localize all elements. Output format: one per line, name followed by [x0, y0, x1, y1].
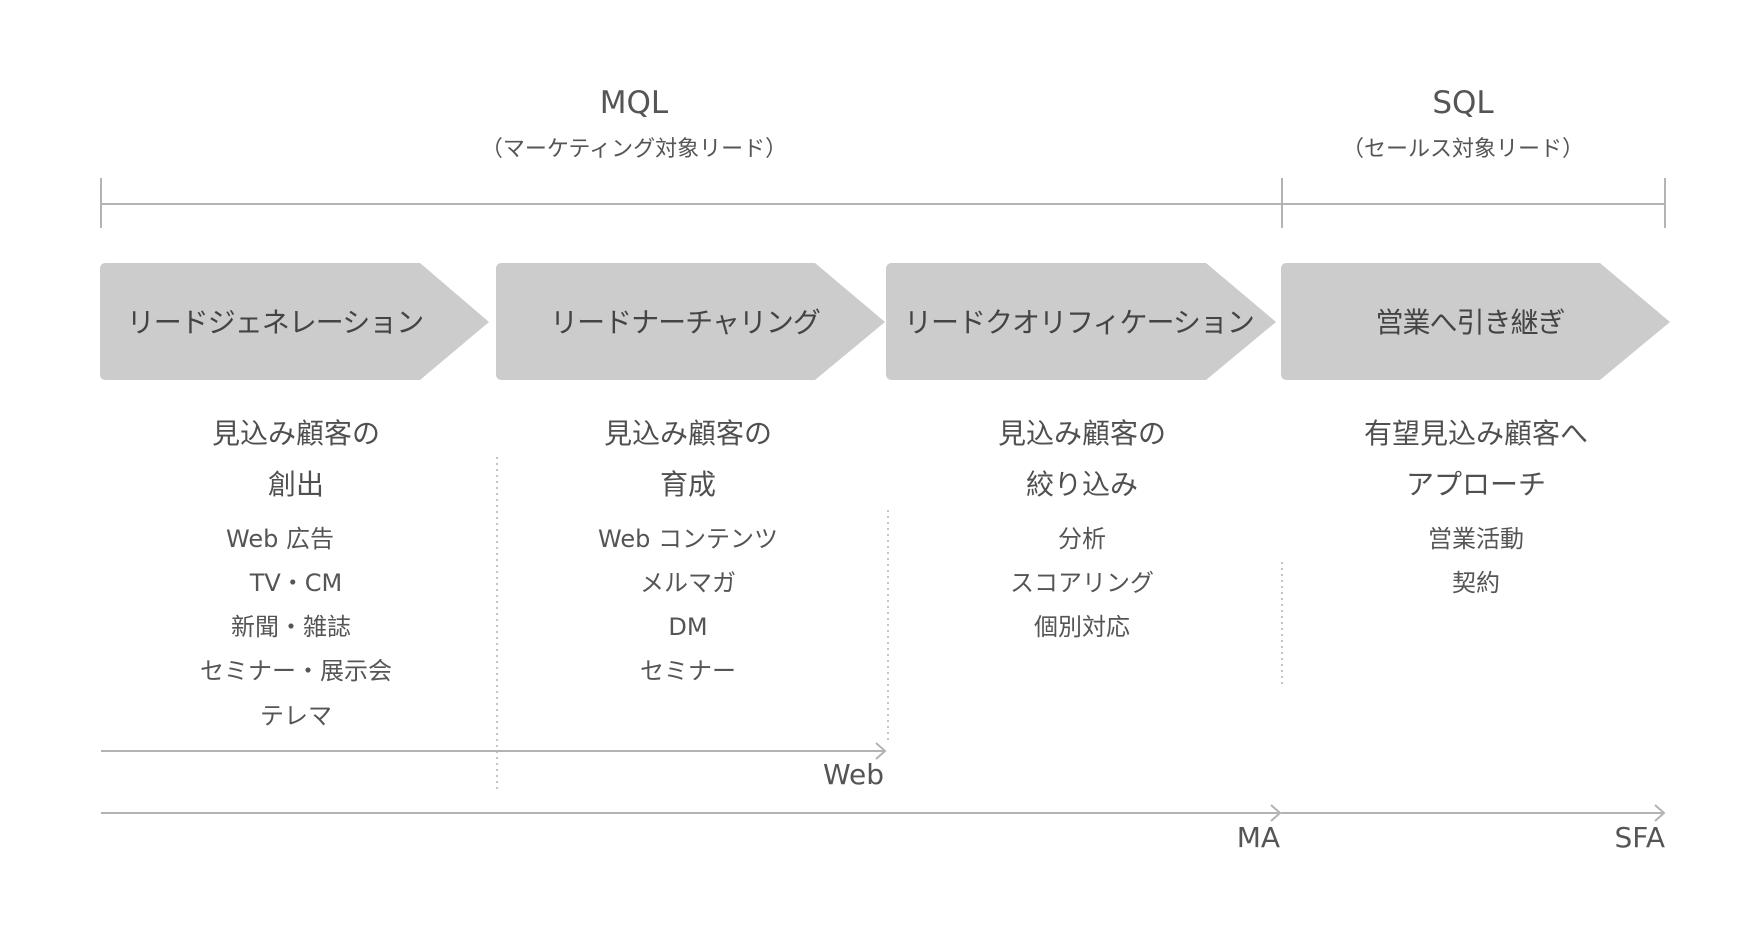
stage-3-description-line-2: 絞り込み [1025, 468, 1138, 501]
stage-1-description-line-1: 見込み顧客の [211, 417, 380, 450]
stage-chevron-4 [1281, 263, 1670, 380]
stage-1-description-line-2: 創出 [267, 468, 324, 501]
stage-chevron-1 [100, 263, 489, 380]
stage-2-description-line-2: 育成 [659, 468, 716, 501]
stage-3-item: 分析 [1058, 525, 1106, 553]
stage-1-item: セミナー・展示会 [200, 657, 392, 685]
stage-label-lead-nurturing: リードナーチャリング [550, 306, 821, 339]
stage-4-description-line-2: アプローチ [1405, 468, 1546, 501]
tool-label-ma: MA [1236, 821, 1280, 854]
mql-subtitle: （マーケティング対象リード） [480, 137, 788, 162]
phase-bracket [100, 178, 1666, 228]
stage-label-sales-handoff: 営業へ引き継ぎ [1375, 306, 1565, 339]
stage-1-item: 新聞・雑誌 [231, 613, 351, 641]
stage-4-description-line-1: 有望見込み顧客へ [1363, 417, 1588, 450]
stage-4-item: 契約 [1452, 569, 1500, 597]
stage-chevron-2 [496, 263, 885, 380]
stage-2-item: メルマガ [640, 569, 736, 597]
stage-1-item: TV・CM [249, 569, 343, 597]
sfa-arrowhead [1654, 804, 1666, 822]
stage-2-item: セミナー [640, 657, 736, 685]
stage-1-item: テレマ [260, 702, 332, 730]
stage-label-lead-qualification: リードクオリフィケーション [904, 306, 1255, 339]
sql-subtitle: （セールス対象リード） [1341, 137, 1584, 162]
stage-2-item: Web コンテンツ [598, 525, 778, 553]
stage-1-item: Web 広告 [226, 525, 334, 553]
stage-chevron-3 [886, 263, 1276, 380]
stage-3-description-line-1: 見込み顧客の [997, 417, 1166, 450]
stage-4-item: 営業活動 [1428, 525, 1524, 553]
sql-title: SQL [1432, 85, 1494, 121]
mql-title: MQL [599, 85, 669, 121]
ma-arrowhead [1270, 804, 1282, 822]
tool-label-web: Web [822, 758, 884, 791]
stage-2-item: DM [668, 613, 708, 641]
web-arrowhead [875, 742, 887, 760]
tool-label-sfa: SFA [1614, 821, 1665, 854]
stage-3-item: 個別対応 [1034, 613, 1130, 641]
stage-3-item: スコアリング [1010, 569, 1154, 597]
stage-2-description-line-1: 見込み顧客の [603, 417, 772, 450]
stage-label-lead-generation: リードジェネレーション [126, 306, 424, 339]
